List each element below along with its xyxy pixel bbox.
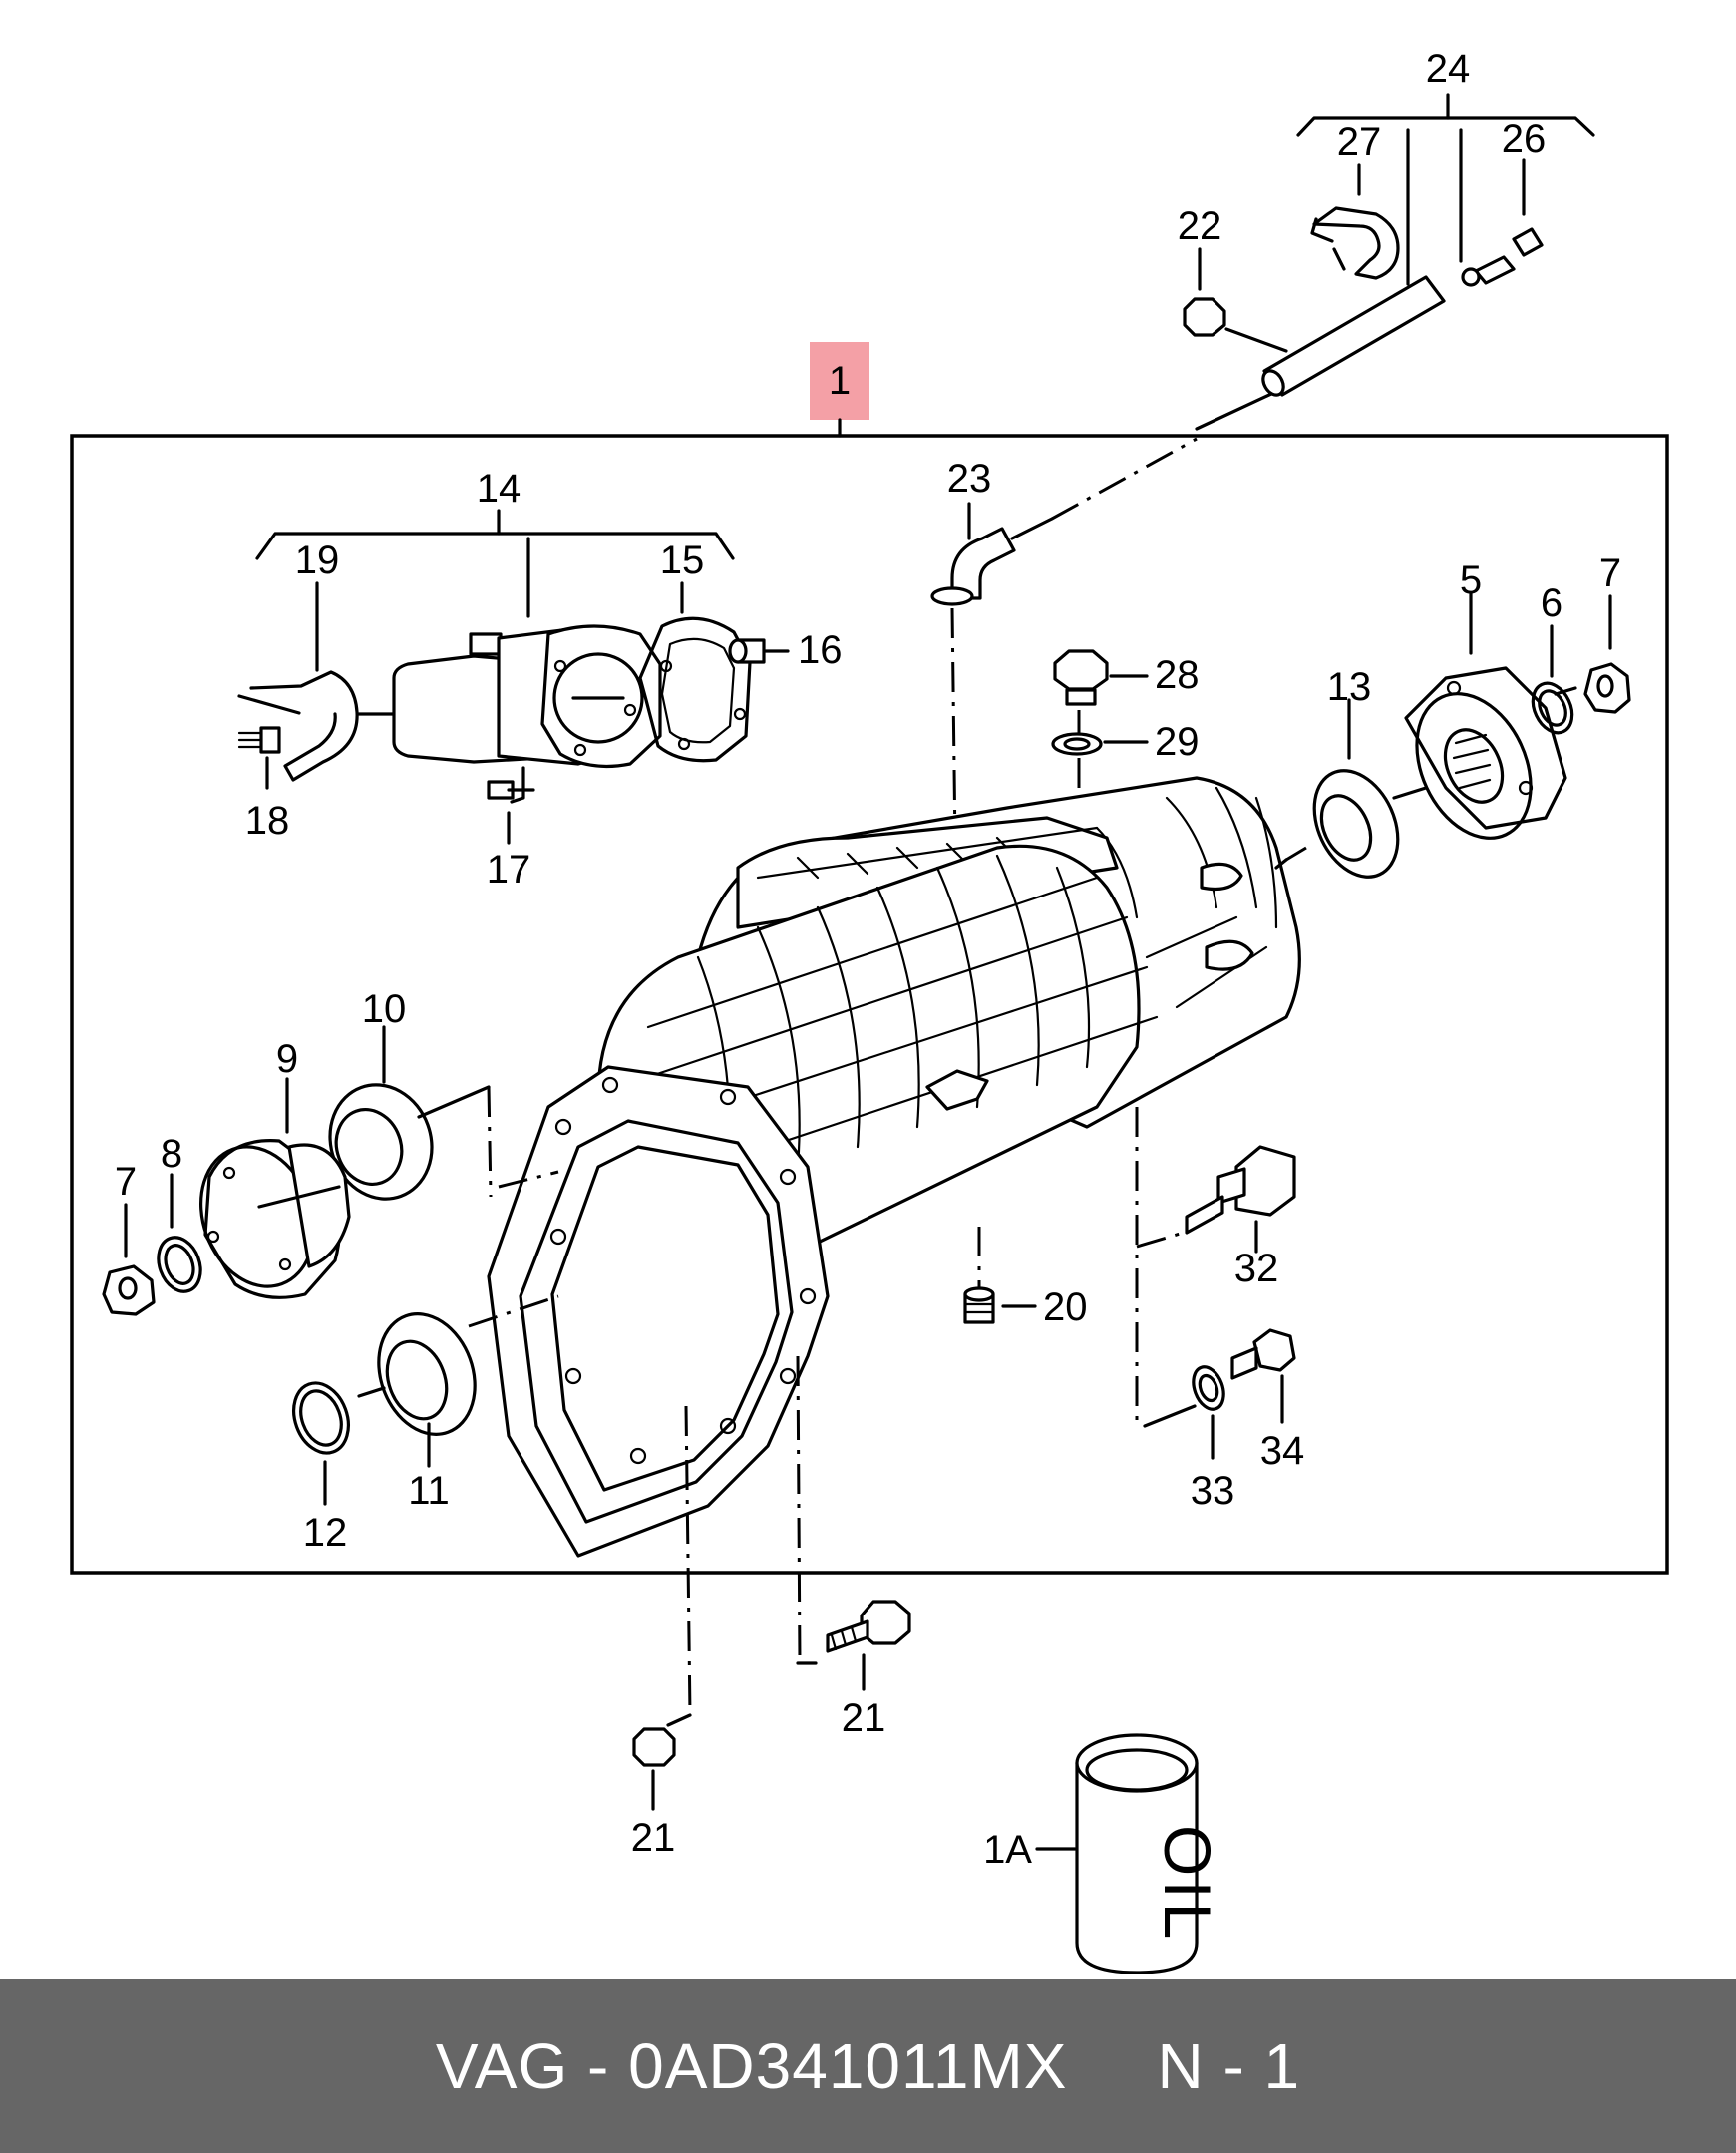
callout-10: 10 [362, 987, 407, 1031]
callout-13: 13 [1327, 665, 1372, 709]
footer-part-number: VAG - 0AD341011MX [435, 2030, 1068, 2102]
callout-21-nut: 21 [631, 1816, 676, 1860]
rod-breather-pipe [1195, 275, 1446, 431]
parts-21-bolt-nut [632, 1355, 911, 1811]
callout-8: 8 [161, 1132, 182, 1176]
callout-12: 12 [303, 1511, 348, 1555]
bracket-14 [255, 509, 735, 618]
footer-bar: VAG - 0AD341011MX N - 1 [0, 1979, 1736, 2153]
callout-22: 22 [1178, 204, 1222, 248]
callout-32: 32 [1234, 1247, 1279, 1290]
callout-21-bolt: 21 [842, 1696, 886, 1740]
callout-28: 28 [1155, 653, 1200, 697]
exploded-parts-diagram: OIL 1 24 27 26 22 23 14 19 15 16 18 17 2… [70, 47, 1669, 1974]
transfer-case-housing [487, 776, 1301, 1558]
callout-27: 27 [1337, 120, 1382, 164]
callout-1-highlight [810, 342, 869, 420]
callout-16: 16 [798, 628, 843, 672]
callout-14: 14 [477, 467, 521, 511]
callout-26: 26 [1502, 117, 1547, 161]
bracket-24 [1296, 93, 1595, 286]
part-1A-oil-can: OIL [1035, 1733, 1224, 1974]
output-parts-right [1274, 591, 1631, 879]
callout-33: 33 [1191, 1469, 1235, 1513]
part-23-elbow [930, 437, 1198, 849]
part-26-cap [1461, 158, 1544, 287]
oil-can-text: OIL [1151, 1825, 1224, 1943]
callout-11: 11 [408, 1469, 450, 1513]
callout-7-right: 7 [1599, 551, 1621, 595]
callout-labels: 1 24 27 26 22 23 14 19 15 16 18 17 28 29… [115, 47, 1621, 1872]
assembly-frame [70, 434, 1669, 1575]
callout-6: 6 [1541, 581, 1562, 625]
output-parts-left [102, 1025, 559, 1506]
callout-18: 18 [245, 799, 290, 843]
callout-20: 20 [1043, 1285, 1088, 1329]
part-20-plug [963, 1227, 1037, 1324]
callout-23: 23 [947, 457, 992, 501]
callout-17: 17 [487, 848, 531, 892]
parts-32-33-34 [1135, 1107, 1296, 1460]
callout-15: 15 [660, 538, 705, 582]
callout-5: 5 [1460, 558, 1482, 602]
actuator-motor-group [237, 581, 790, 845]
callout-24: 24 [1426, 47, 1471, 91]
part-22-clip [1183, 247, 1288, 353]
callout-29: 29 [1155, 720, 1200, 764]
callout-9: 9 [276, 1037, 298, 1081]
callout-34: 34 [1260, 1429, 1305, 1473]
callout-7-left: 7 [115, 1160, 137, 1204]
footer-page-indicator: N - 1 [1157, 2030, 1301, 2102]
part-27-clamp [1310, 163, 1400, 280]
callout-19: 19 [295, 538, 340, 582]
callout-1A: 1A [983, 1828, 1032, 1872]
callout-1: 1 [829, 359, 851, 403]
